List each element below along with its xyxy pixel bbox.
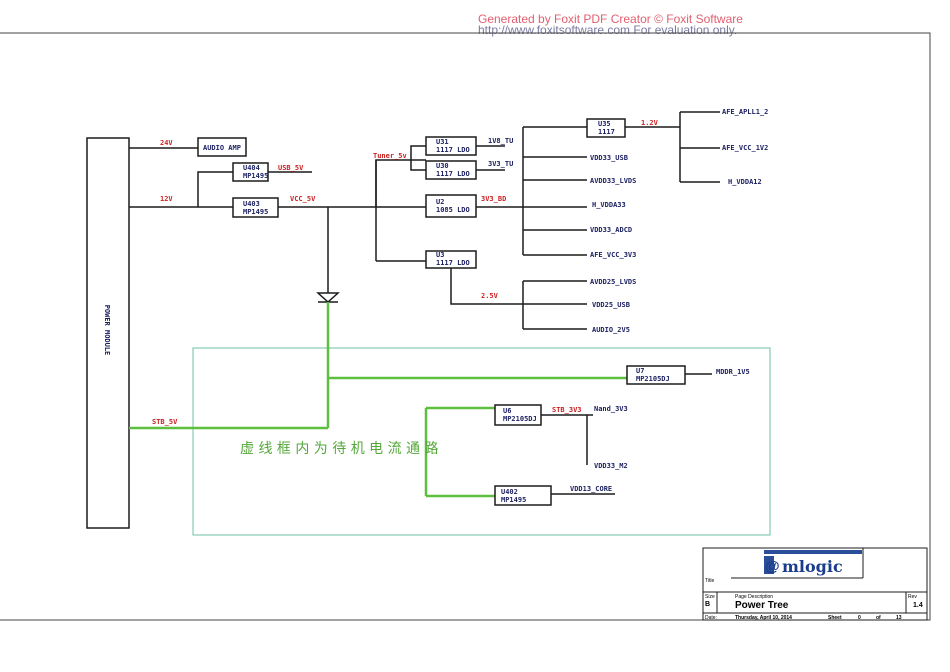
size-value: B <box>705 601 710 608</box>
u7-ref: U7 <box>636 367 644 375</box>
u7-part: MP2105DJ <box>636 375 670 383</box>
rail-usb-5v: USB_5V <box>278 164 304 172</box>
u403-part: MP1495 <box>243 208 268 216</box>
out-vdd13-core: VDD13_CORE <box>570 485 612 493</box>
u35-part: 1117 <box>598 128 615 136</box>
of-label: of <box>876 615 881 621</box>
u31-part: 1117 LDO <box>436 146 470 154</box>
title-label: Title <box>705 578 714 584</box>
u404-block <box>232 162 269 182</box>
audio-amp-label: AUDIO AMP <box>203 144 241 152</box>
standby-frame <box>192 347 771 536</box>
u402-ref: U402 <box>501 488 518 496</box>
u30-part: 1117 LDO <box>436 170 470 178</box>
u402-block <box>494 485 552 506</box>
u3-block <box>425 250 477 269</box>
sheet-label: Sheet <box>828 615 842 621</box>
rail-tuner-5v: Tuner_5v <box>373 152 407 160</box>
rail-24v: 24V <box>160 139 173 147</box>
u30-block <box>425 160 477 180</box>
page-desc-value: Power Tree <box>735 600 789 611</box>
size-label: Size <box>705 594 715 600</box>
logo-text: mlogic <box>782 557 843 576</box>
u31-block <box>425 136 477 156</box>
u2-ref: U2 <box>436 198 444 206</box>
rail-3v3-tu: 3V3_TU <box>488 160 513 168</box>
out-vdd33-usb: VDD33_USB <box>590 154 628 162</box>
out-avdd33-lvds: AVDD33_LVDS <box>590 177 636 185</box>
rail-1v8-tu: 1V8_TU <box>488 137 513 145</box>
u35-ref: U35 <box>598 120 611 128</box>
out-avdd25-lvds: AVDD25_LVDS <box>590 278 636 286</box>
amlogic-logo-icon <box>764 556 774 574</box>
date-value: Thursday, April 10, 2014 <box>735 615 792 621</box>
out-vdd33-m2: VDD33_M2 <box>594 462 628 470</box>
u404-ref: U404 <box>243 164 260 172</box>
u35-block <box>586 118 626 138</box>
out-afe-apll1-2: AFE_APLL1_2 <box>722 108 768 116</box>
rail-vcc-5v: VCC_5V <box>290 195 316 203</box>
out-h-vdda12: H_VDDA12 <box>728 178 762 186</box>
rail-stb-5v: STB_5V <box>152 418 178 426</box>
out-vdd33-adcd: VDD33_ADCD <box>590 226 632 234</box>
u3-ref: U3 <box>436 251 444 259</box>
u402-part: MP1495 <box>501 496 526 504</box>
u3-part: 1117 LDO <box>436 259 470 267</box>
title-block: @ mlogic Title Size B Page Description P… <box>702 547 928 621</box>
power-module-label: POWER MODULE <box>103 305 111 356</box>
u6-ref: U6 <box>503 407 511 415</box>
u6-block <box>494 404 542 426</box>
rev-value: 1.4 <box>913 602 923 609</box>
u403-block <box>232 197 279 218</box>
rail-stb-3v3: STB_3V3 <box>552 406 582 414</box>
out-mddr-1v5: MDDR_1V5 <box>716 368 750 376</box>
rail-3v3-bd: 3V3_BD <box>481 195 506 203</box>
u7-block <box>626 365 686 385</box>
watermark-line1: Generated by Foxit PDF Creator © Foxit S… <box>478 12 743 26</box>
out-h-vdda33: H_VDDA33 <box>592 201 626 209</box>
out-afe-vcc-3v3: AFE_VCC_3V3 <box>590 251 636 259</box>
rail-12v: 12V <box>160 195 173 203</box>
rev-label: Rev <box>908 594 917 600</box>
u31-ref: U31 <box>436 138 449 146</box>
of-value: 13 <box>896 615 902 621</box>
page-desc-label: Page Description <box>735 594 773 600</box>
wires <box>129 111 720 495</box>
standby-note: 虚 线 框 内 为 待 机 电 流 通 路 <box>240 441 439 457</box>
u2-block <box>425 194 477 218</box>
page-border <box>0 32 931 621</box>
standby-path <box>129 302 627 498</box>
rail-2v5: 2.5V <box>481 292 499 300</box>
u30-ref: U30 <box>436 162 449 170</box>
diode-icon <box>316 292 340 304</box>
sheet-value: 0 <box>858 615 861 621</box>
date-label: Date: <box>705 615 717 621</box>
rail-1v2: 1.2V <box>641 119 659 127</box>
u404-part: MP1495 <box>243 172 268 180</box>
u2-part: 1085 LDO <box>436 206 470 214</box>
regulator-blocks <box>197 118 686 506</box>
u403-ref: U403 <box>243 200 260 208</box>
audio-amp-block <box>197 137 247 157</box>
u6-part: MP2105DJ <box>503 415 537 423</box>
power-module-box <box>86 137 130 529</box>
out-nand-3v3: Nand_3V3 <box>594 405 628 413</box>
out-afe-vcc-1v2: AFE_VCC_1V2 <box>722 144 768 152</box>
out-audio-2v5: AUDIO_2V5 <box>592 326 630 334</box>
logo-glyph: @ <box>765 558 780 575</box>
out-vdd25-usb: VDD25_USB <box>592 301 630 309</box>
